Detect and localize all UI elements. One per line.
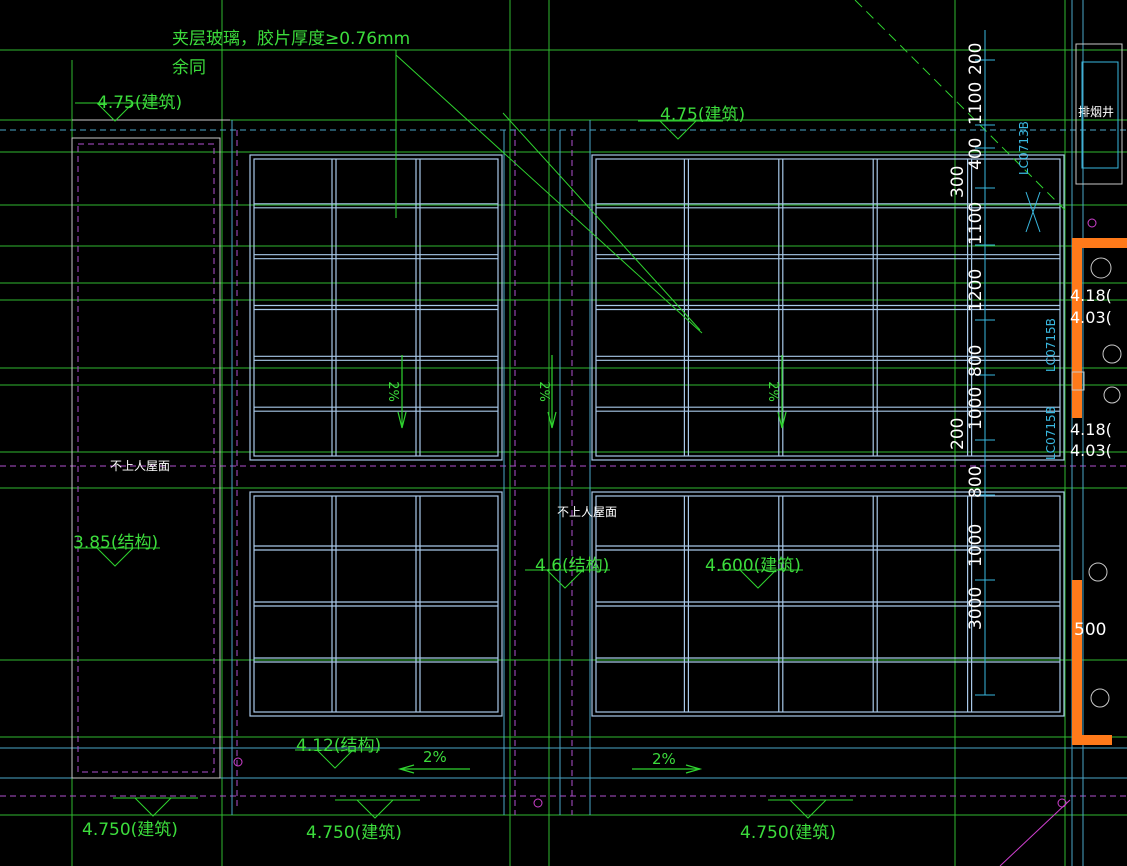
glass-note: 夹层玻璃，胶片厚度≥0.76mm: [172, 29, 411, 49]
dimension-value: 1200: [966, 268, 986, 312]
right-building-walls: [233, 43, 1127, 866]
dimension-value: 200: [966, 42, 986, 75]
elevation-left-struct: 3.85(结构): [73, 533, 159, 553]
dimension-value: 1000: [966, 386, 986, 430]
elevation-triangle: [638, 120, 723, 140]
slope-label-1: 2%: [384, 381, 400, 402]
dimension-value: 1100: [966, 201, 986, 245]
elevation-triangle: [75, 547, 160, 567]
skylight-lower-left: [249, 491, 503, 717]
dimension-value: 300: [948, 165, 968, 198]
slope-label-bottom-1: 2%: [423, 748, 447, 766]
window-tag-2: LC0715B: [1044, 318, 1058, 372]
window-tag-1: LC0713B: [1017, 121, 1031, 175]
elevation-triangle: [768, 799, 853, 819]
elevation-top-mid: 4.75(建筑): [660, 105, 746, 125]
elevation-triangle: [113, 797, 198, 817]
skylight-upper-right: [591, 154, 1065, 461]
elevation-bottom-2: 4.750(建筑): [306, 823, 402, 843]
skylight-upper-left: [249, 154, 503, 461]
dimension-value: 200: [948, 417, 968, 450]
right-elevation-2: 4.03(: [1070, 308, 1112, 327]
dimension-value: 3000: [966, 586, 986, 630]
elevation-top-left: 4.75(建筑): [97, 93, 183, 113]
elevation-bottom-struct: 4.12(结构): [296, 736, 382, 756]
right-dimension-500: 500: [1074, 620, 1107, 640]
dimension-value: 1000: [966, 523, 986, 567]
elevation-bottom-3: 4.750(建筑): [740, 823, 836, 843]
dimension-value: 800: [966, 344, 986, 377]
dimension-value: 400: [966, 137, 986, 170]
dimension-value: 1100: [966, 81, 986, 125]
slope-label-bottom-2: 2%: [652, 750, 676, 768]
skylight-frames: [249, 154, 1065, 717]
elevation-markers: [75, 102, 853, 819]
right-elevation-1: 4.18(: [1070, 286, 1112, 305]
elevation-triangle: [525, 569, 610, 589]
right-elevation-3: 4.18(: [1070, 420, 1112, 439]
smoke-shaft-label: 排烟井: [1078, 105, 1115, 119]
elevation-triangle: [295, 749, 380, 769]
glass-note-same: 余同: [172, 58, 206, 78]
roof-label-left: 不上人屋面: [110, 459, 171, 473]
right-elevation-4: 4.03(: [1070, 441, 1112, 460]
slope-arrows: [397, 355, 787, 774]
green-horizontal-lines: [0, 49, 1127, 816]
roof-label-center: 不上人屋面: [557, 505, 618, 519]
skylight-lower-right: [591, 491, 1065, 717]
leader-lines: [170, 0, 1066, 334]
window-tag-3: LC0715B: [1044, 406, 1058, 460]
left-roof-outline: [71, 119, 230, 779]
elevation-center-arch: 4.600(建筑): [705, 556, 801, 576]
dimension-value: 800: [966, 465, 986, 498]
elevation-triangle: [75, 102, 160, 122]
dimension-line: [975, 30, 995, 696]
elevation-bottom-1: 4.750(建筑): [82, 820, 178, 840]
slope-label-2: 2%: [535, 381, 551, 402]
elevation-center-struct: 4.6(结构): [535, 556, 610, 576]
elevation-triangle: [718, 569, 803, 589]
slope-label-3: 2%: [764, 381, 780, 402]
elevation-triangle: [335, 799, 420, 819]
